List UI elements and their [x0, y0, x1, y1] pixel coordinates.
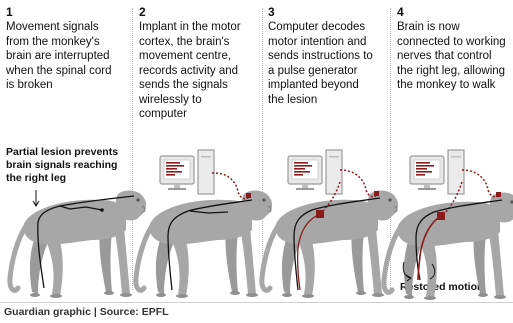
step-3-text: Computer decodes motor intention and sen… [268, 20, 373, 107]
step-4-line: nerves that control [397, 50, 492, 62]
lesion-note-line: Partial lesion prevents [6, 146, 119, 158]
nerve-branch [59, 205, 103, 211]
lesion-arrow [32, 200, 40, 207]
monkey-figure-4 [384, 169, 513, 300]
motor-implant [496, 192, 501, 197]
step-1-line: when the spinal cord [6, 64, 112, 77]
pulse-generator [437, 212, 445, 220]
step-3-line: sends instructions to [268, 50, 373, 62]
step-2-line: computer [139, 108, 187, 120]
step-3-line: a pulse generator [268, 64, 358, 77]
step-1-line: from the monkey's [6, 35, 100, 48]
illustration [0, 149, 513, 300]
motion-arrow [402, 261, 411, 279]
nerve-path [37, 195, 135, 289]
step-2-text: Implant in the motor cortex, the brain's… [139, 20, 241, 122]
step-1-panel: 1 Movement signals from the monkey's bra… [6, 0, 126, 300]
step-3-line: Computer decodes [268, 21, 366, 33]
step-2-panel: 2 Implant in the motor cortex, the brain… [139, 0, 259, 300]
step-3-line: implanted beyond [268, 79, 359, 91]
step-2-line: cortex, the brain's [139, 35, 230, 48]
step-4-line: connected to working [397, 35, 506, 48]
step-2-line: records activity and [139, 64, 239, 77]
step-1-number: 1 [6, 5, 13, 19]
nerve-path [293, 197, 381, 291]
restored-motion-note: Restored motion [400, 281, 484, 293]
monkey-figure-3 [262, 169, 398, 298]
panel-divider [262, 8, 263, 290]
step-1-line: is broken [6, 79, 53, 91]
panel-divider [132, 8, 133, 290]
wireless-signal [461, 169, 499, 198]
step-4-line: the monkey to walk [397, 79, 496, 91]
step-3-line: motor intention and [268, 35, 367, 48]
step-4-panel: 4 Brain is now connected to working nerv… [397, 0, 511, 300]
nerve-path [415, 199, 503, 281]
lesion-note-line: brain signals reaching [6, 159, 118, 171]
step-2-line: movement centre, [139, 50, 232, 62]
wireless-signal [339, 169, 377, 198]
pulse-generator [316, 210, 324, 218]
lesion-note: Partial lesion prevents brain signals re… [6, 146, 118, 185]
step-1-line: Movement signals [6, 21, 99, 33]
computer-4 [409, 149, 465, 195]
step-2-number: 2 [139, 5, 146, 19]
step-3-number: 3 [268, 5, 275, 19]
step-1-line: brain are interrupted [6, 50, 110, 62]
motor-implant [246, 193, 251, 198]
step-4-line: the right leg, allowing [397, 64, 506, 77]
monkey-figure-1 [10, 190, 146, 298]
step-3-line: the lesion [268, 93, 318, 106]
step-1-text: Movement signals from the monkey's brain… [6, 20, 111, 93]
motor-implant [374, 191, 379, 196]
signal-to-generator [321, 181, 341, 213]
computer-2 [159, 149, 215, 195]
motion-arrow [429, 263, 436, 280]
monkey-figure-2 [136, 172, 272, 298]
step-2-line: sends the signals [139, 79, 228, 91]
step-4-line: Brain is now [397, 21, 460, 33]
step-4-text: Brain is now connected to working nerves… [397, 20, 506, 93]
restored-nerve [296, 215, 317, 291]
nerve-path [167, 199, 253, 291]
motion-arrow [405, 274, 412, 282]
step-2-line: wirelessly to [139, 93, 202, 106]
panel-divider [390, 8, 391, 290]
nerve-branch [189, 210, 229, 214]
step-2-line: Implant in the motor [139, 21, 241, 33]
source-credit: Guardian graphic | Source: EPFL [4, 306, 169, 318]
footer-divider [0, 302, 513, 303]
wireless-signal [211, 172, 249, 200]
step-3-panel: 3 Computer decodes motor intention and s… [268, 0, 388, 300]
restored-nerve [417, 217, 439, 281]
computer-3 [287, 149, 343, 195]
lesion-note-line: the right leg [6, 172, 67, 184]
step-4-number: 4 [397, 5, 404, 19]
